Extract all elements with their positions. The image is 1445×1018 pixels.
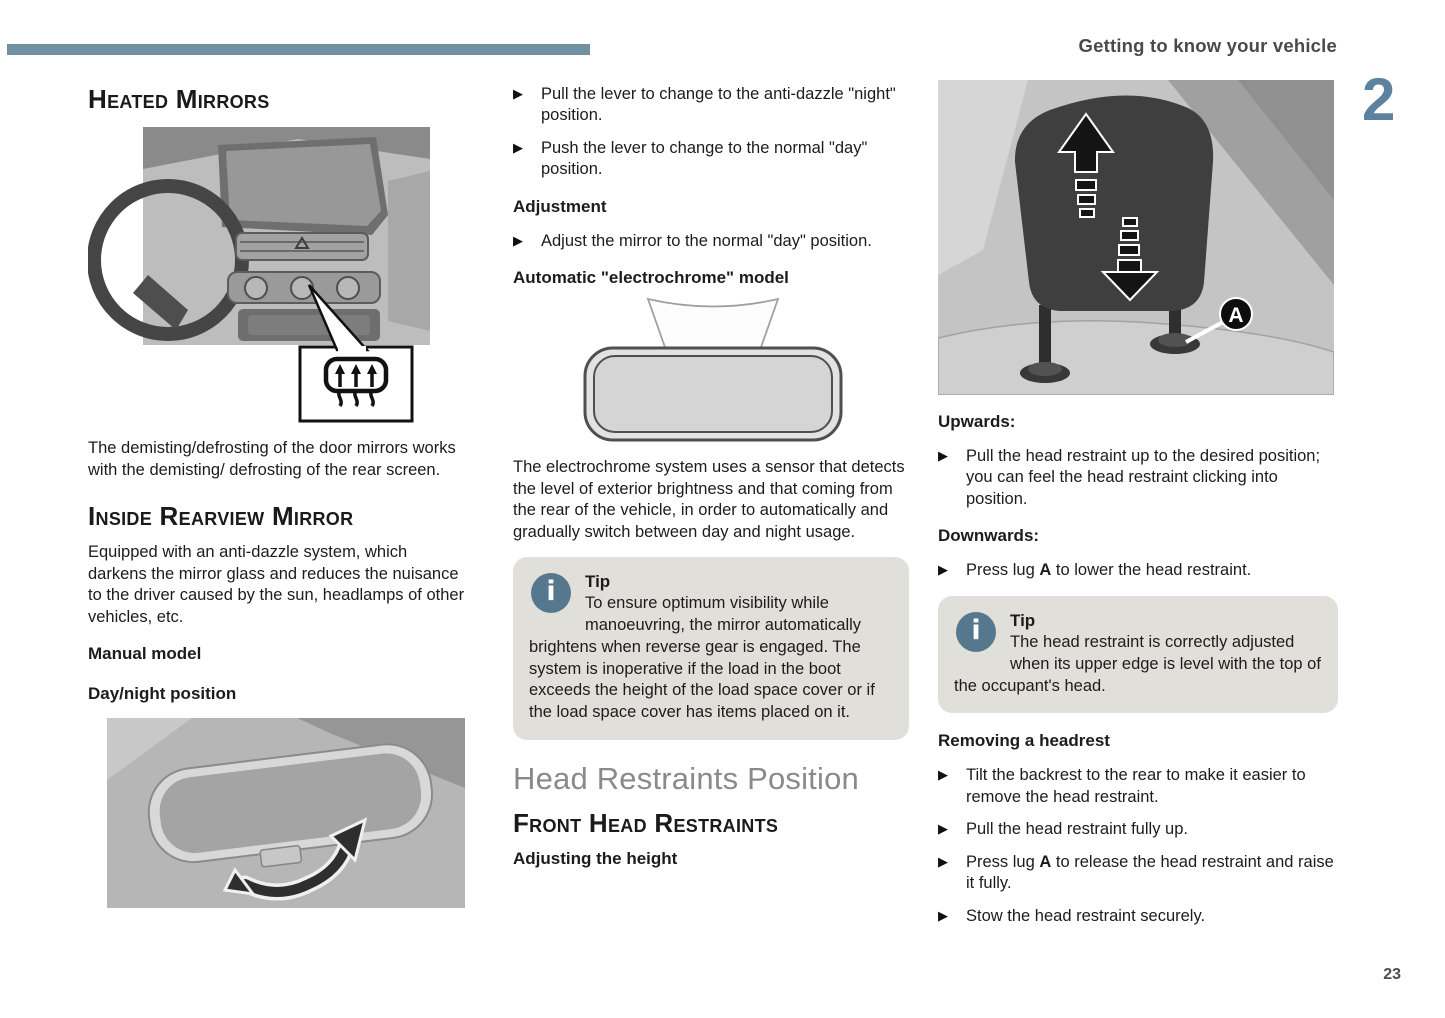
bullet-triangle-icon: ▶ bbox=[938, 448, 948, 463]
up-arrow-icon bbox=[1057, 112, 1115, 218]
bullet-item: ▶ Stow the head restraint securely. bbox=[938, 906, 1338, 927]
manual-mirror-illustration bbox=[107, 718, 465, 909]
day-night-arrow-icon bbox=[222, 817, 368, 901]
subhead-removing-headrest: Removing a headrest bbox=[938, 731, 1110, 751]
dashboard-illustration bbox=[87, 127, 430, 423]
bullet-triangle-icon: ▶ bbox=[513, 86, 523, 101]
para-demisting: The demisting/defrosting of the door mir… bbox=[88, 439, 456, 479]
tip-title: Tip bbox=[1010, 610, 1036, 630]
bullet-item: ▶ Push the lever to change to the normal… bbox=[513, 138, 909, 181]
bullet-item: ▶ Press lug A to lower the head restrain… bbox=[938, 560, 1338, 581]
bullet-item: ▶ Pull the head restraint fully up. bbox=[938, 819, 1338, 840]
head-restraint-illustration: A bbox=[937, 80, 1335, 396]
info-icon: i bbox=[531, 572, 571, 613]
tip-box: i Tip The head restraint is correctly ad… bbox=[938, 595, 1338, 714]
bullet-triangle-icon: ▶ bbox=[938, 821, 948, 837]
head-restraint-figure: A bbox=[937, 80, 1338, 400]
tip-box: i Tip To ensure optimum visibility while… bbox=[513, 556, 909, 740]
bullet-triangle-icon: ▶ bbox=[938, 767, 948, 783]
electrochrome-mirror-illustration bbox=[583, 297, 843, 442]
bullet-triangle-icon: ▶ bbox=[513, 232, 523, 248]
bullet-text: Press lug A to release the head restrain… bbox=[966, 852, 1334, 893]
section-title-head-restraints: Head Restraints Position bbox=[513, 760, 859, 796]
manual-mirror-figure bbox=[88, 718, 466, 913]
bullet-item: ▶ Press lug A to release the head restra… bbox=[938, 852, 1338, 895]
bullet-triangle-icon: ▶ bbox=[938, 853, 948, 869]
bullet-text: Pull the lever to change to the anti-daz… bbox=[541, 85, 896, 125]
chapter-number: 2 bbox=[1362, 66, 1396, 133]
electrochrome-mirror-figure bbox=[573, 296, 909, 451]
bullet-text: Press lug A to lower the head restraint. bbox=[966, 561, 1252, 580]
bullet-text: Pull the head restraint fully up. bbox=[966, 820, 1188, 839]
para-antidazzle: Equipped with an anti-dazzle system, whi… bbox=[88, 543, 465, 626]
heated-mirror-defrost-icon bbox=[323, 357, 389, 408]
chapter-accent-bar bbox=[7, 44, 590, 55]
bullet-triangle-icon: ▶ bbox=[513, 139, 523, 155]
subhead-adjusting-height: Adjusting the height bbox=[513, 849, 678, 869]
heading-inside-rearview-mirror: Inside Rearview Mirror bbox=[88, 501, 354, 532]
bullet-item: ▶ Adjust the mirror to the normal "day" … bbox=[513, 231, 909, 252]
column-left: Heated Mirrors bbox=[87, 84, 466, 913]
subhead-downwards: Downwards: bbox=[938, 526, 1040, 546]
tip-body: The head restraint is correctly adjusted… bbox=[954, 633, 1321, 695]
dashboard-figure bbox=[87, 125, 466, 430]
tip-title: Tip bbox=[585, 571, 611, 591]
info-icon: i bbox=[956, 611, 996, 652]
bullet-triangle-icon: ▶ bbox=[938, 562, 948, 578]
page-number: 23 bbox=[1383, 966, 1401, 983]
bullet-item: ▶ Tilt the backrest to the rear to make … bbox=[938, 765, 1338, 808]
bullet-text: Tilt the backrest to the rear to make it… bbox=[966, 766, 1306, 806]
para-electrochrome: The electrochrome system uses a sensor t… bbox=[513, 458, 905, 541]
running-header: Getting to know your vehicle bbox=[1078, 35, 1337, 56]
bullet-item: ▶ Pull the head restraint up to the desi… bbox=[938, 446, 1338, 510]
heading-front-head-restraints: Front Head Restraints bbox=[513, 808, 779, 839]
subhead-adjustment: Adjustment bbox=[513, 196, 607, 216]
heading-heated-mirrors: Heated Mirrors bbox=[88, 84, 270, 114]
lug-a-callout: A bbox=[1185, 297, 1253, 344]
down-arrow-icon bbox=[1100, 217, 1160, 302]
tip-body: To ensure optimum visibility while manoe… bbox=[529, 594, 875, 722]
lug-a-label: A bbox=[1228, 304, 1243, 327]
column-middle: ▶ Pull the lever to change to the anti-d… bbox=[513, 84, 909, 877]
subhead-day-night-position: Day/night position bbox=[88, 684, 237, 704]
subhead-manual-model: Manual model bbox=[88, 644, 202, 664]
subhead-upwards: Upwards: bbox=[938, 412, 1016, 431]
bullet-text: Push the lever to change to the normal "… bbox=[541, 138, 868, 179]
bullet-text: Stow the head restraint securely. bbox=[966, 906, 1206, 925]
dashboard-photo bbox=[87, 127, 430, 346]
column-right: A Upwards: ▶ Pull the head restraint up … bbox=[937, 80, 1338, 938]
bullet-text: Adjust the mirror to the normal "day" po… bbox=[541, 231, 872, 250]
bullet-text: Pull the head restraint up to the desire… bbox=[966, 447, 1321, 508]
bullet-triangle-icon: ▶ bbox=[938, 907, 948, 923]
subhead-automatic-electrochrome: Automatic "electrochrome" model bbox=[513, 268, 789, 288]
bullet-item: ▶ Pull the lever to change to the anti-d… bbox=[513, 84, 909, 127]
